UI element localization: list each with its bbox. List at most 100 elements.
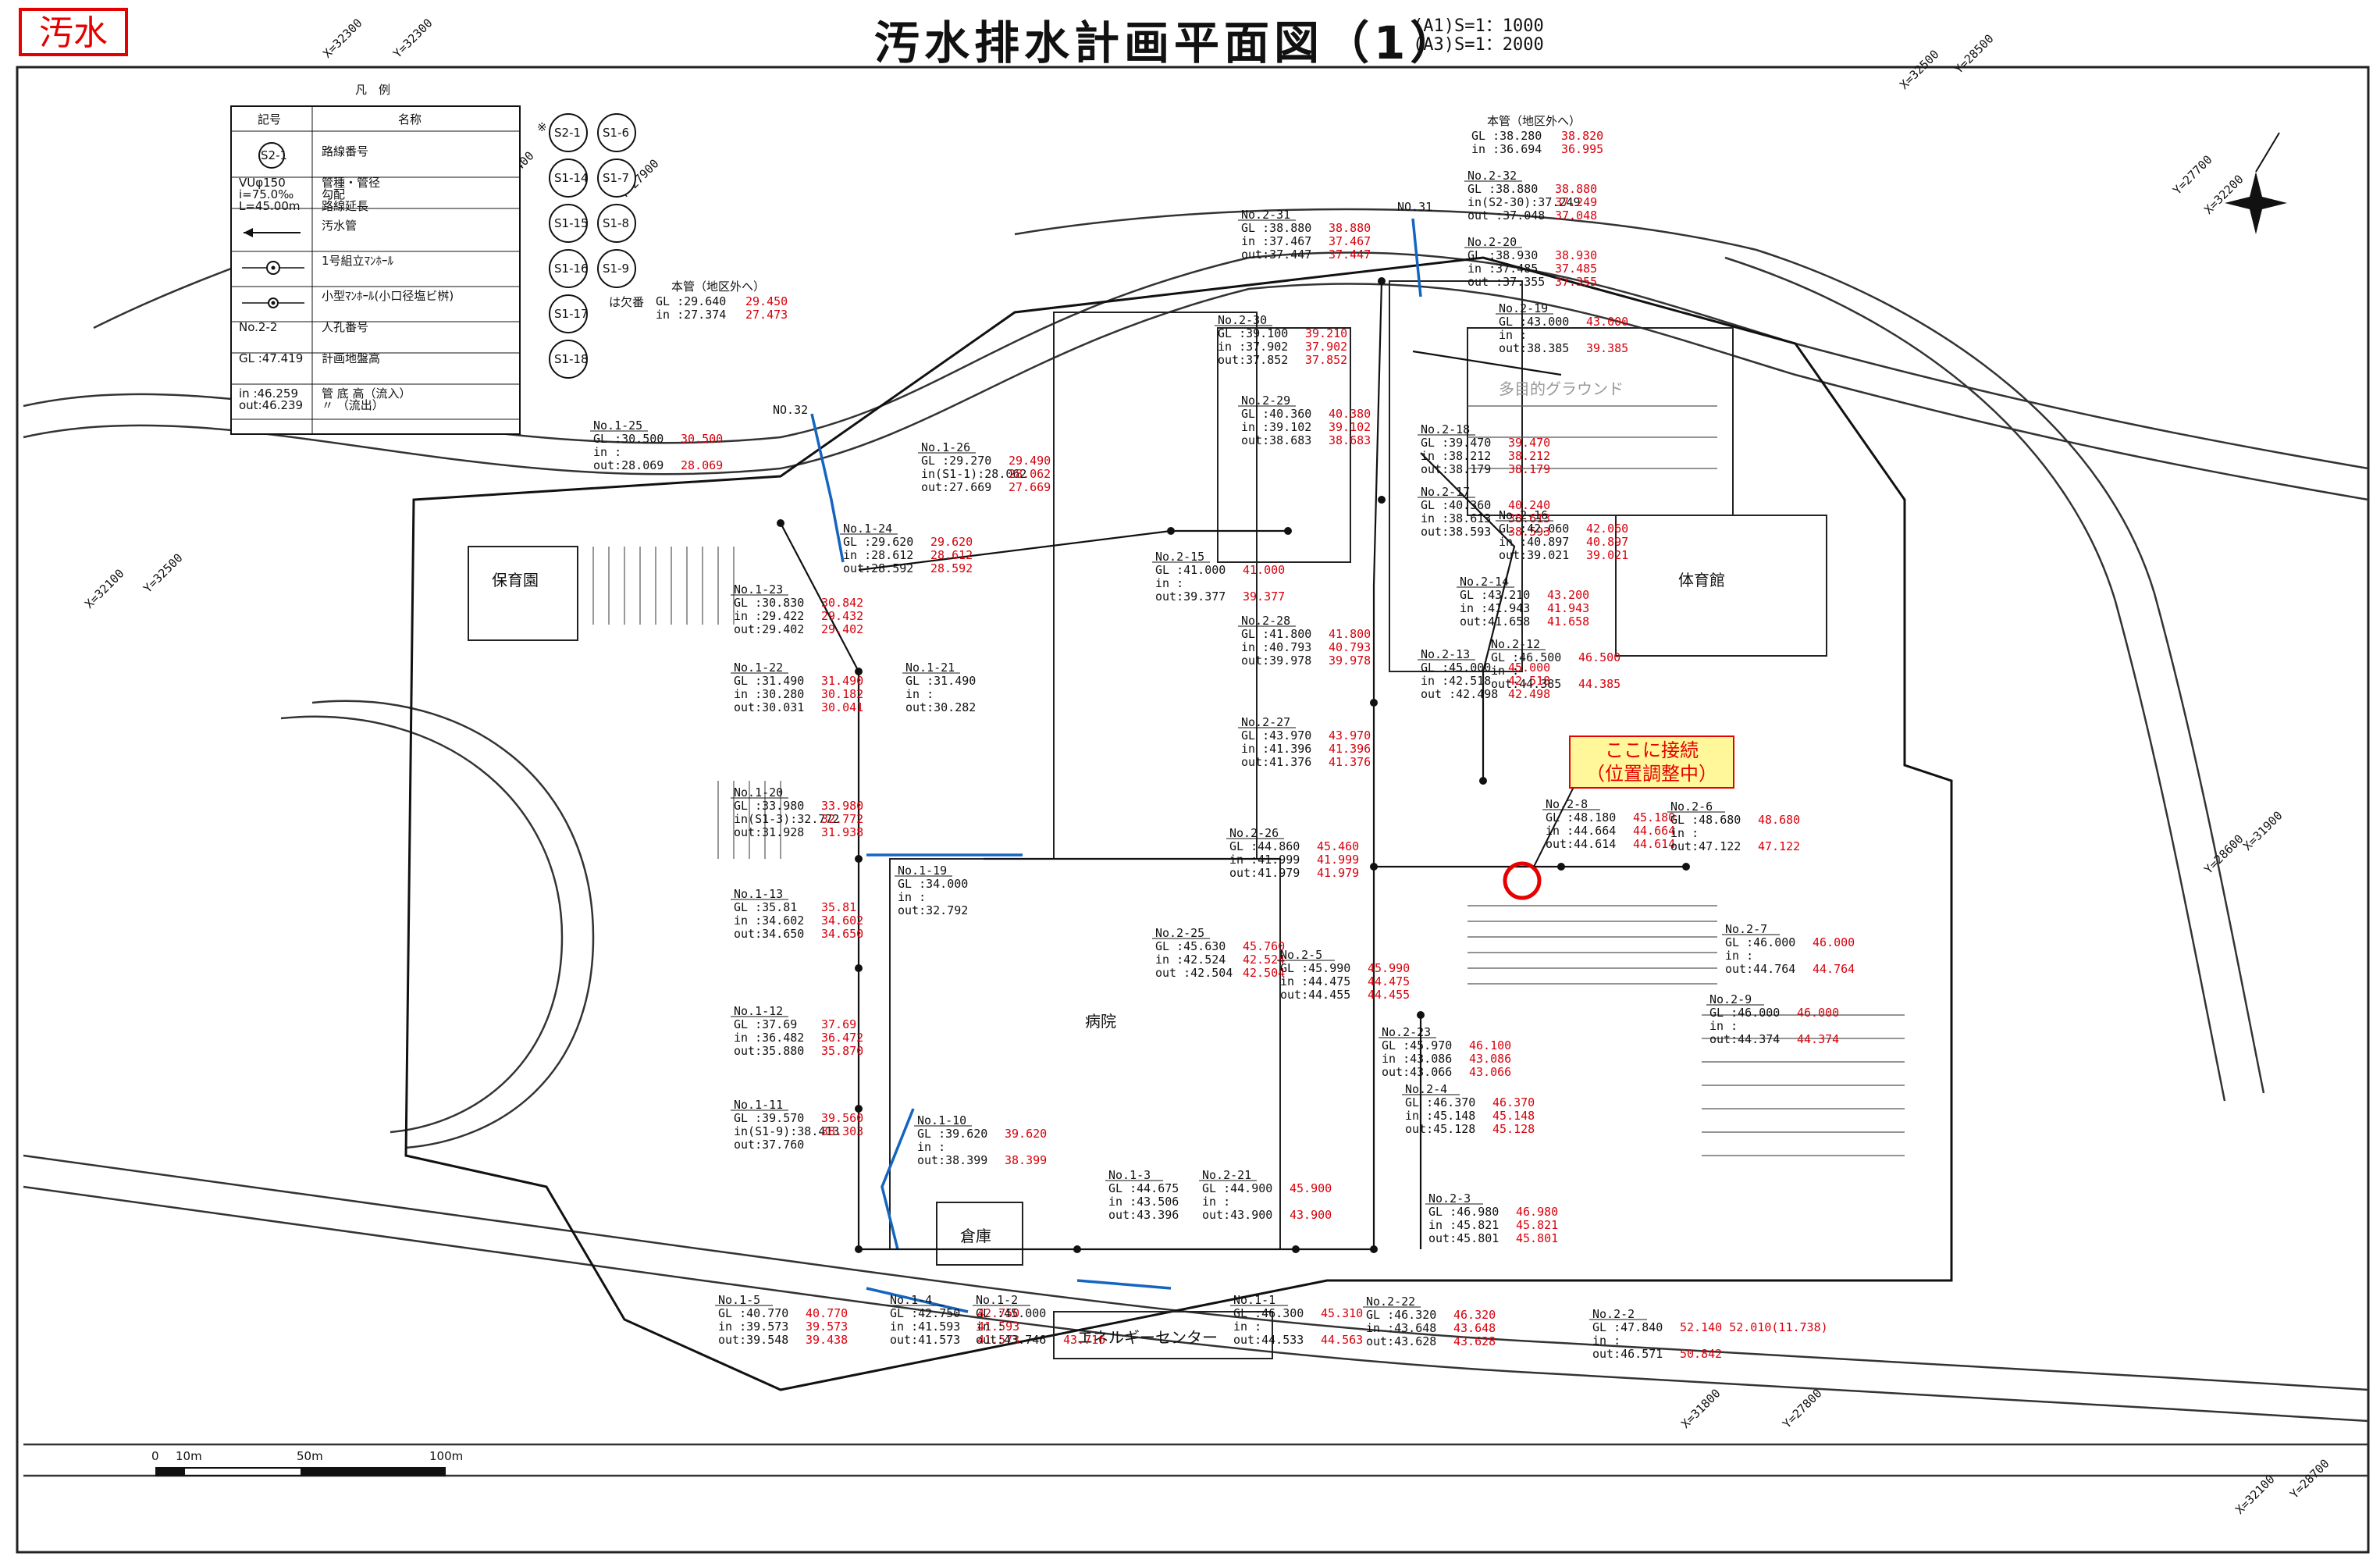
manhole-in-revised: 41.396: [1329, 742, 1371, 756]
manhole-out: out:44.533: [1233, 1333, 1304, 1347]
manhole-out: out:29.402: [734, 622, 804, 636]
legend-name-text: 1号組立ﾏﾝﾎｰﾙ: [322, 254, 394, 268]
grid-mark-label: Y=28600: [2201, 832, 2246, 876]
manhole-id: No.2-15: [1155, 550, 1204, 564]
manhole-in: in :29.422: [734, 609, 804, 623]
legend-missing-note: は欠番: [609, 295, 644, 309]
manhole-gl-revised: 45.460: [1317, 839, 1359, 853]
manhole-node: [1292, 1245, 1300, 1253]
manhole-out: out:46.571: [1592, 1347, 1663, 1361]
manhole-id: No.2-2: [1592, 1307, 1635, 1321]
manhole-id: No.2-18: [1421, 422, 1470, 436]
manhole-node: [855, 964, 863, 972]
manhole-out-revised: 43.900: [1290, 1208, 1332, 1222]
manhole-gl-revised: 29.490: [1009, 454, 1051, 468]
manhole-out: out:44.455: [1280, 988, 1350, 1002]
manhole-in: in :37.467: [1241, 234, 1311, 248]
gym-label: 体育館: [1678, 571, 1725, 589]
manhole-out: out :37.355: [1467, 275, 1545, 289]
grid-mark-label: X=32200: [2201, 172, 2246, 216]
manhole-gl-revised: 40.240: [1508, 498, 1550, 512]
manhole-gl-revised: 45.000: [1508, 661, 1550, 675]
manhole-in: in :: [1592, 1334, 1620, 1348]
marker-no31: NO.31: [1397, 200, 1432, 214]
manhole-in-revised: 43.086: [1469, 1052, 1511, 1066]
manhole-in-revised: 37.485: [1555, 262, 1597, 276]
manhole-gl-revised: 37.69: [821, 1017, 856, 1031]
legend-name-text: 勾配: [322, 187, 345, 201]
connection-target-ring: [1503, 861, 1542, 900]
manhole-in: in :: [1725, 949, 1753, 963]
category-tag: 汚水: [19, 8, 128, 56]
manhole-out: out :42.498: [1421, 687, 1498, 701]
missing-number: S1-8: [603, 216, 629, 230]
manhole-out-revised: 44.374: [1797, 1032, 1839, 1046]
manhole-gl-revised: 46.320: [1453, 1308, 1496, 1322]
manhole-gl-revised: 39.620: [1005, 1127, 1047, 1141]
missing-number: S1-14: [554, 171, 589, 185]
manhole-id: No.2-12: [1491, 637, 1540, 651]
scale-tick-0: 0: [151, 1449, 159, 1463]
manhole-out-revised: 39.377: [1243, 589, 1285, 604]
legend-name-text: 管 底 高（流入）: [322, 386, 411, 401]
manhole-node: [1284, 527, 1292, 535]
legend-route-number-icon: S2-1: [258, 142, 287, 169]
manhole-out: out:47.122: [1670, 839, 1741, 853]
manhole-node: [855, 1105, 863, 1113]
scale-bar: 0 10m 50m 100m: [151, 1449, 463, 1476]
manhole-in: in :: [1491, 664, 1519, 678]
manhole-in: in :38.212: [1421, 449, 1491, 463]
manhole-out: out:32.792: [898, 903, 968, 917]
manhole-gl: GL :38.930: [1467, 248, 1538, 262]
manhole-in: in :45.148: [1405, 1109, 1475, 1123]
manhole-in: in :44.664: [1546, 824, 1616, 838]
legend-symbol-text: No.2-2: [239, 320, 277, 334]
manhole-id: No.2-13: [1421, 647, 1470, 661]
manhole-gl-revised: 39.560: [821, 1111, 863, 1125]
manhole-id: No.2-8: [1546, 797, 1588, 811]
legend-name-text: 路線延長: [322, 199, 368, 213]
manhole-id: No.2-27: [1241, 715, 1290, 729]
legend-manhole-large-icon: [242, 261, 304, 275]
manhole-gl: GL :40.360: [1421, 498, 1491, 512]
missing-number-icon: [549, 249, 588, 288]
manhole-id: No.1-1: [1233, 1293, 1275, 1307]
manhole-out-revised: 41.573: [977, 1333, 1019, 1347]
manhole-id: No.2-22: [1366, 1295, 1415, 1309]
manhole-gl-revised: 46.000: [1813, 935, 1855, 949]
manhole-out: out:45.801: [1428, 1231, 1499, 1245]
missing-number-icon: [597, 204, 636, 243]
manhole-id: No.2-21: [1202, 1168, 1251, 1182]
manhole-gl-revised: 39.210: [1305, 326, 1347, 340]
manhole-gl: GL :34.000: [898, 877, 968, 891]
manhole-in-revised: 28.062: [1009, 467, 1051, 481]
manhole-gl: GL :30.500: [593, 432, 663, 446]
energy-center-footprint: [1053, 1311, 1273, 1359]
legend-col-symbol: 記号: [258, 112, 281, 126]
manhole-gl: GL :46.000: [1709, 1006, 1780, 1020]
manhole-node: [1682, 863, 1690, 871]
manhole-in: in :34.602: [734, 914, 804, 928]
missing-number: S1-18: [554, 352, 589, 366]
manhole-gl-revised: 38.880: [1329, 221, 1371, 235]
manhole-gl: GL :46.500: [1491, 650, 1561, 664]
manhole-out-revised: 44.764: [1813, 962, 1855, 976]
manhole-out: out:37.852: [1218, 353, 1288, 367]
legend-symbol-text: out:46.239: [239, 398, 303, 412]
manhole-gl: GL :46.980: [1428, 1205, 1499, 1219]
manhole-out-revised: 44.455: [1368, 988, 1410, 1002]
